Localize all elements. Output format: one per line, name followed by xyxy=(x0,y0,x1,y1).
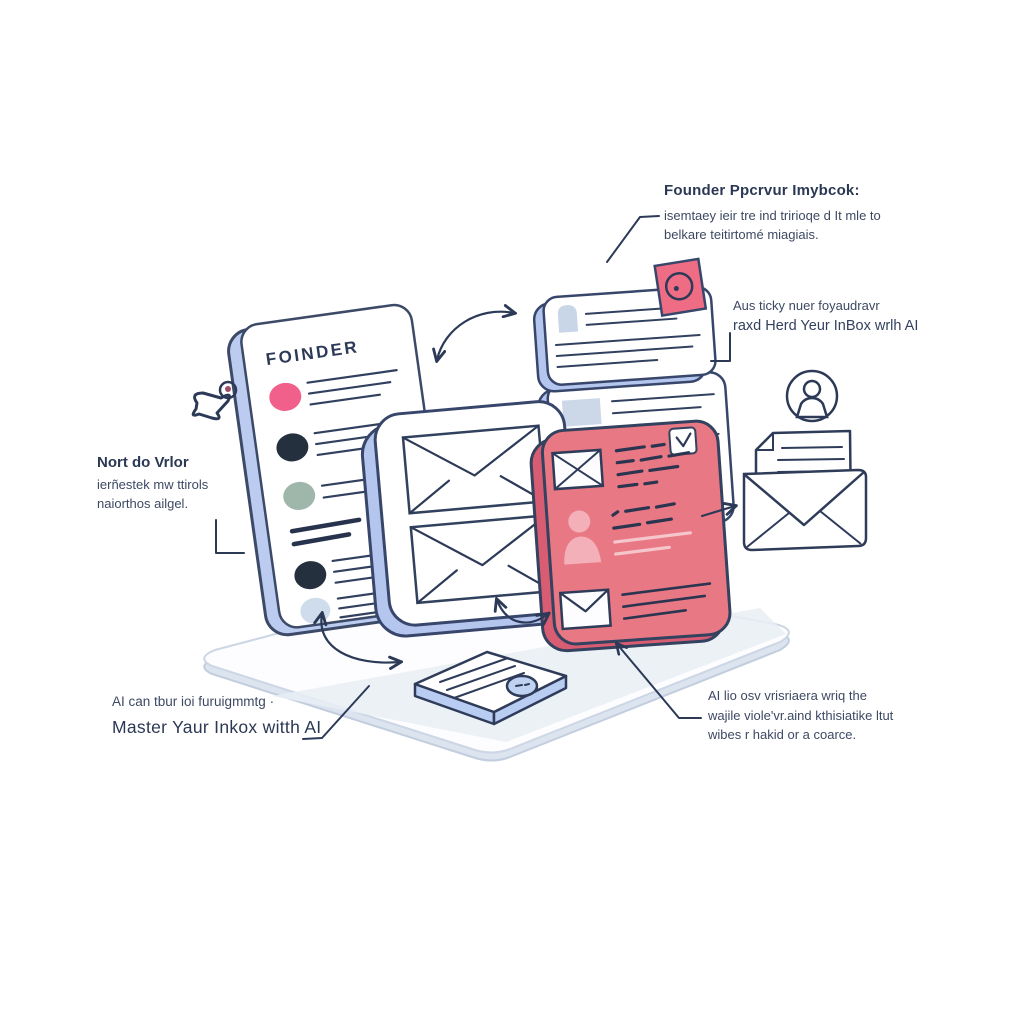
annotation-bottom-right: AI lio osv vrisriaera wriq the wajile vi… xyxy=(708,686,963,745)
list-dot-sage xyxy=(283,481,316,510)
connector-top-right xyxy=(606,215,660,263)
text-lines xyxy=(621,582,712,620)
connector-right xyxy=(710,332,731,362)
avatar-icon xyxy=(568,510,591,533)
annotation-line: Aus ticky nuer foyaudravr xyxy=(733,298,880,313)
pink-corner-badge-icon xyxy=(653,257,708,317)
annotation-top-right: Founder Ppcrvur Imybcok: isemtaey ieir t… xyxy=(664,180,944,245)
annotation-line: naiorthos ailgel. xyxy=(97,496,189,511)
envelopes-card xyxy=(360,400,581,638)
thumbnail-placeholder xyxy=(561,398,602,427)
person-circle-icon xyxy=(785,369,839,423)
avatar-icon xyxy=(557,305,579,333)
annotation-tagline: Master Yaur Inkox witth AI xyxy=(112,717,322,738)
annotation-right: Aus ticky nuer foyaudravr raxd Herd Yeur… xyxy=(733,296,968,337)
annotation-line: AI can tbur ioi furuigmmtg · xyxy=(112,694,275,709)
connector-bottom-left xyxy=(302,685,370,740)
annotation-line: Nort do Vrlor xyxy=(97,454,189,471)
checkbox-icon xyxy=(668,426,698,456)
sender-block xyxy=(564,502,692,565)
open-envelope-icon xyxy=(742,429,868,552)
annotation-bottom-left: AI can tbur ioi furuigmmtg · Master Yaur… xyxy=(112,692,402,741)
list-dot-navy xyxy=(294,561,327,590)
annotation-title: Founder Ppcrvur Imybcok: xyxy=(664,182,860,199)
annotation-line: belkare teitirtomé miagiais. xyxy=(664,227,819,242)
envelope-cross-icon xyxy=(551,448,605,491)
list-dot-navy xyxy=(276,433,309,462)
arrow-to-envelope xyxy=(700,506,735,518)
curved-arrow xyxy=(321,614,400,663)
mail-tray-icon xyxy=(413,650,568,726)
connector-left xyxy=(215,519,245,554)
redacted-text-lines xyxy=(614,442,691,489)
flow-arrows xyxy=(321,312,735,663)
pink-email-card xyxy=(529,419,732,653)
envelope-icon xyxy=(409,513,555,605)
connector-bottom-right-arrow xyxy=(617,644,702,719)
list-bold-lines xyxy=(289,517,362,547)
annotation-connectors xyxy=(215,215,731,740)
annotation-line: wibes r hakid or a coarce. xyxy=(708,727,857,742)
curved-arrow xyxy=(497,600,548,622)
annotation-line: wajile viole'vr.aind kthisiatike ltut xyxy=(708,707,894,723)
curved-arrow xyxy=(437,312,514,360)
paper-plane-doodle-icon xyxy=(191,380,238,421)
annotation-left: Nort do Vrlor ierñestek mw ttirols naior… xyxy=(97,452,282,514)
annotation-line: raxd Herd Yeur InBox wrlh AI xyxy=(733,317,919,334)
annotation-line: AI lio osv vrisriaera wriq the xyxy=(708,688,867,703)
annotation-line: ierñestek mw ttirols xyxy=(97,476,209,492)
envelope-icon xyxy=(558,588,612,631)
envelope-icon xyxy=(401,424,547,515)
email-card-top xyxy=(532,257,717,393)
list-row xyxy=(306,369,398,406)
annotation-line: isemtaey ieir tre ind tririoqe d It mle … xyxy=(664,207,881,223)
list-dot-pink xyxy=(269,382,302,411)
